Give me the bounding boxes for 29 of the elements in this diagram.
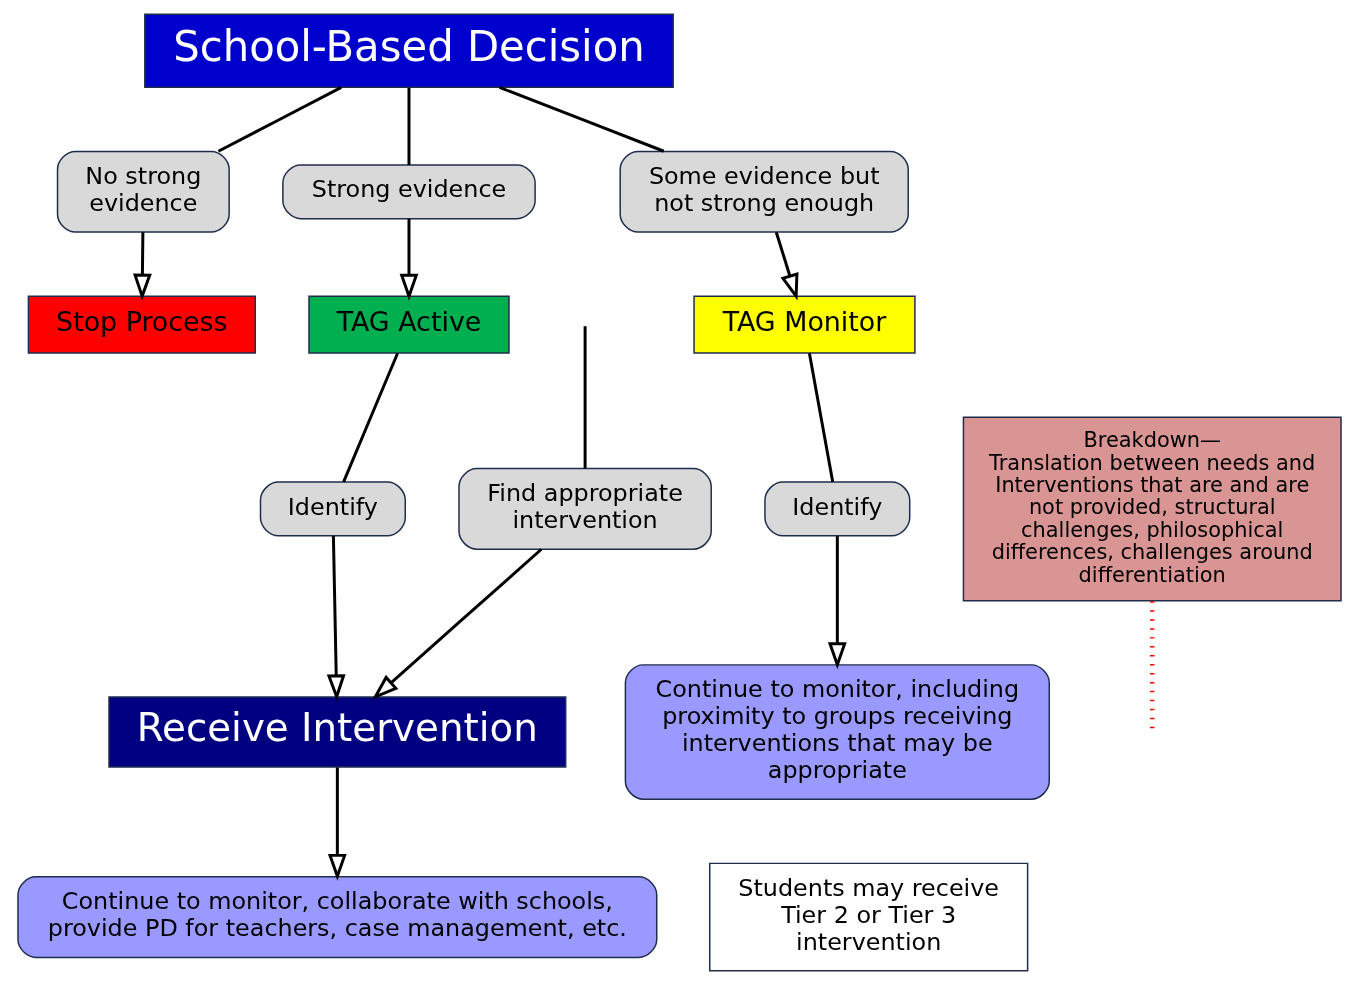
node-box: TAG Monitor xyxy=(692,295,916,354)
connector xyxy=(407,87,410,165)
connector xyxy=(1149,601,1154,731)
node-box: TAG Active xyxy=(307,295,510,354)
node-box: Find appropriate intervention xyxy=(457,467,712,550)
node-box: Some evidence but not strong enough xyxy=(618,150,909,233)
arrow xyxy=(327,767,347,881)
connector xyxy=(341,352,399,483)
node-box: Receive Intervention xyxy=(107,696,566,768)
arrow xyxy=(774,231,798,301)
node-box: School-Based Decision xyxy=(143,13,674,89)
connector xyxy=(217,86,342,153)
node-box: Breakdown— Translation between needs and Interventions that are and are not provided, structural challenges, philosophical differences, challenges around differentiation xyxy=(962,416,1342,602)
arrow xyxy=(371,548,542,700)
node-box: Stop Process xyxy=(27,295,256,354)
node-box: Students may receive Tier 2 or Tier 3 intervention xyxy=(708,862,1028,972)
node-box: Identify xyxy=(763,481,910,537)
arrow xyxy=(827,536,847,670)
node-box: No strong evidence xyxy=(56,150,230,233)
node-box: Strong evidence xyxy=(281,164,536,220)
connector xyxy=(583,326,587,469)
connector xyxy=(498,86,664,153)
connector xyxy=(807,352,834,483)
arrow xyxy=(399,218,418,301)
node-box: Continue to monitor, collaborate with schools, provide PD for teachers, case management, etc. xyxy=(16,876,657,959)
arrow xyxy=(326,536,346,702)
arrow xyxy=(132,232,152,301)
node-box: Identify xyxy=(259,481,406,537)
node-box: Continue to monitor, including proximity to groups receiving interventions that may be appropriate xyxy=(624,664,1050,800)
